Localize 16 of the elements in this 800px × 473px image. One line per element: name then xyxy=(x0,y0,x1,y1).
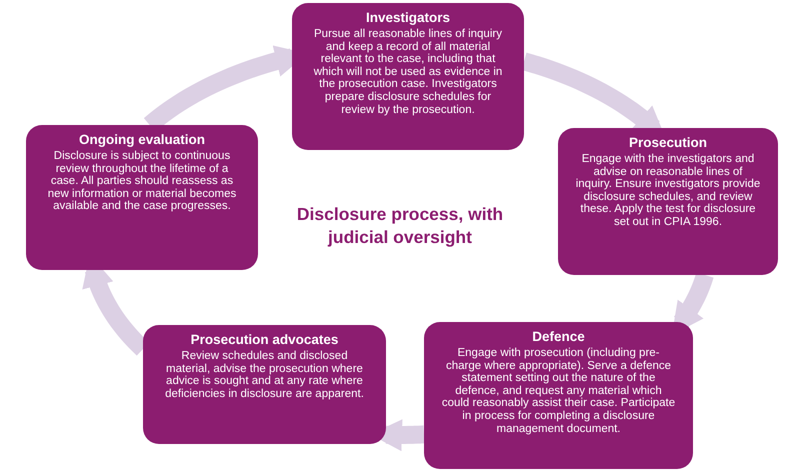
process-card xyxy=(424,322,693,469)
card-text: Engage with prosecution (including pre-charge where appropriate). Serve a defence statement setting out the nature of the defence, and request any material which could reasonably assist their case. Participate in process for completing a disclosure management document. xyxy=(440,347,676,436)
card-heading: Prosecution xyxy=(628,135,708,150)
card-heading: Defence xyxy=(531,329,586,344)
card-text: Engage with the investigators and advise on reasonable lines of inquiry. Ensure investigators provide disclosure schedules, and review these. Apply the test for disclosure set out in CPIA 1996. xyxy=(574,153,762,229)
card-heading: Investigators xyxy=(364,10,452,25)
process-card xyxy=(26,125,258,270)
diagram-title: Disclosure process, with judicial oversight xyxy=(296,203,504,249)
card-heading: Prosecution advocates xyxy=(190,332,340,347)
process-card xyxy=(558,128,778,275)
card-text: Pursue all reasonable lines of inquiry and keep a record of all material relevant to the case, including that which will not be used as evidence in the prosecution case. Investigators prepare disclosure schedules for review by the prosecution. xyxy=(312,28,504,116)
card-heading: Ongoing evaluation xyxy=(78,132,206,147)
card-text: Review schedules and disclosed material, advise the prosecution where advice is sought and at any rate where deficiencies in disclosure are apparent. xyxy=(164,350,365,400)
process-card xyxy=(292,3,524,150)
process-card xyxy=(143,325,386,444)
card-text: Disclosure is subject to continuous review throughout the lifetime of a case. All parties should reassess as new information or material becomes available and the case progresses. xyxy=(46,150,238,213)
